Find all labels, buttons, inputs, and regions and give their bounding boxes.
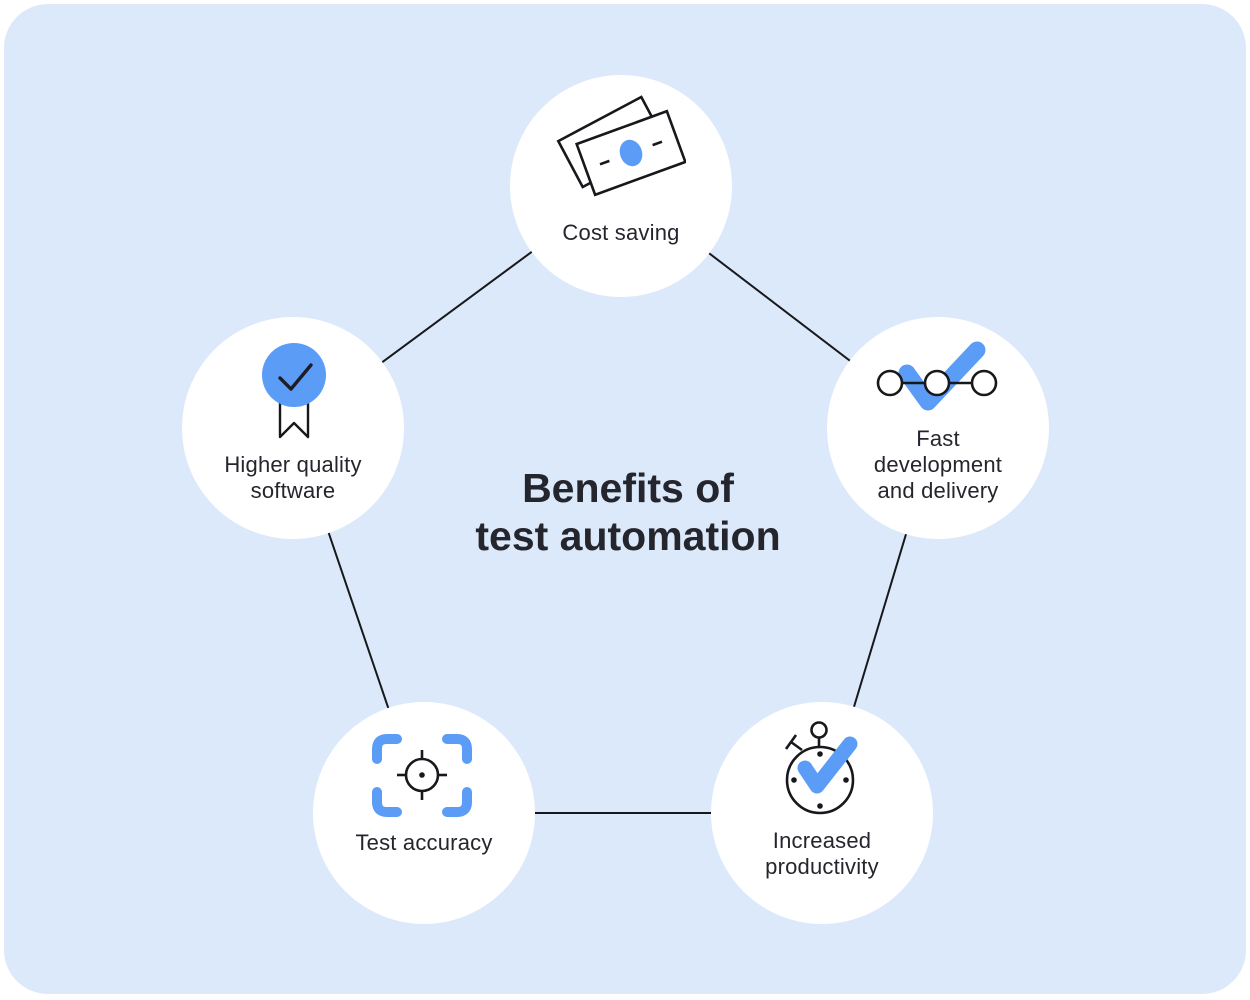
node-label: Increased productivity xyxy=(765,828,879,879)
node-increased-productivity: Increased productivity xyxy=(711,702,933,924)
node-label: Fast development and delivery xyxy=(873,426,1003,503)
money-bills-icon xyxy=(556,95,686,197)
node-label: Test accuracy xyxy=(355,830,493,855)
stopwatch-check-icon xyxy=(784,721,858,815)
node-higher-quality-software: Higher quality software xyxy=(182,317,404,539)
node-fast-development: Fast development and delivery xyxy=(827,317,1049,539)
node-label: Higher quality software xyxy=(224,452,362,503)
milestones-check-icon xyxy=(876,341,998,411)
award-badge-check-icon xyxy=(262,343,326,439)
node-cost-saving: Cost saving xyxy=(510,75,732,297)
node-test-accuracy: Test accuracy xyxy=(313,702,535,924)
focus-target-icon xyxy=(372,734,472,817)
node-label: Cost saving xyxy=(562,220,680,245)
diagram-title: Benefits of test automation xyxy=(475,465,781,559)
